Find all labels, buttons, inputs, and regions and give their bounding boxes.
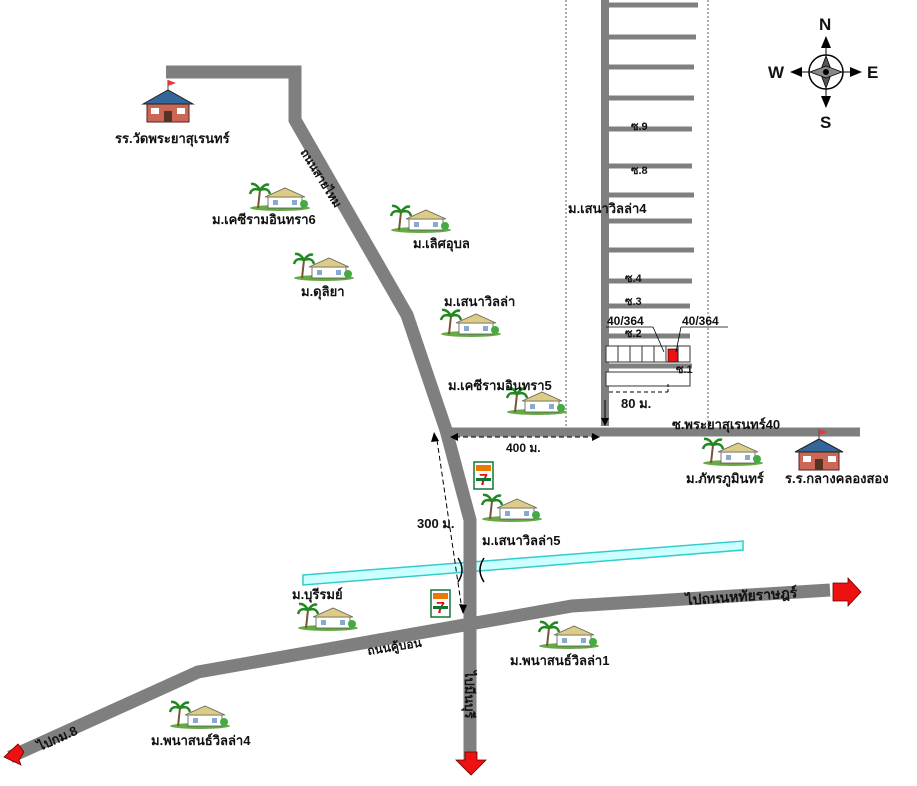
compass-n: N [819,15,831,34]
label-soi-9: ซ.9 [631,121,648,133]
school-icon [141,80,195,123]
label-distance-400: 400 ม. [506,441,541,455]
label-road-km8: ไปกม.8 [33,722,80,755]
compass-s: S [820,113,831,132]
village-house-icon [537,620,599,649]
label-panasan4: ม.พนาสนธ์วิลล่า4 [151,733,251,748]
label-kesiram5: ม.เคซีรามอินทรา5 [448,378,552,393]
road-khu-bon [7,583,831,763]
label-road-soi40: ซ.พระยาสุเรนทร์40 [672,417,780,433]
target-house-marker [667,348,679,363]
village-house-icon [389,204,451,233]
road-network [7,0,860,763]
compass-rose [790,36,862,108]
label-lertubon: ม.เลิศอุบล [413,236,470,252]
label-panasan1: ม.พนาสนธ์วิลล่า1 [510,653,609,668]
label-school-klang: ร.ร.กลางคลองสอง [785,471,889,486]
direction-arrows [3,576,862,776]
school-icon [794,429,844,471]
compass-w: W [768,63,785,82]
village-house-icon [248,182,310,211]
seven-eleven-icon: 7 [430,589,451,618]
canal [302,540,744,586]
label-house-no-left: 40/364 [607,314,644,328]
village-house-icon [439,308,501,337]
arrow-south [455,751,487,776]
label-road-minburi: ไปมีนบุรี [461,669,478,718]
label-sena4: ม.เสนาวิลล่า4 [568,201,647,216]
label-pattara: ม.ภัทรภูมินทร์ [686,471,764,487]
village-house-icon [296,602,358,631]
label-school-wat: รร.วัดพระยาสุเรนทร์ [115,131,230,147]
compass-e: E [867,63,878,82]
bridge [457,557,485,583]
house-number-pointers [606,326,728,353]
label-soi-2: ซ.2 [625,328,642,340]
label-duliya: ม.ดุลิยา [301,284,345,300]
village-icons [168,182,763,729]
village-house-icon [480,493,542,522]
village-boundary [565,0,709,426]
label-distance-80: 80 ม. [621,396,651,411]
label-sena: ม.เสนาวิลล่า [444,294,515,309]
seven-eleven-icon: 7 [473,461,494,490]
label-house-no-right: 40/364 [682,314,719,328]
label-soi-1: ซ.1 [676,364,693,376]
arrow-west [3,743,25,766]
label-road-hathai: ไปถนนหทัยราษฎร์ [683,583,798,609]
label-soi-8: ซ.8 [631,165,648,177]
label-soi-4: ซ.4 [625,273,643,285]
label-sena5: ม.เสนาวิลล่า5 [482,533,561,548]
label-distance-300: 300 ม. [417,516,454,531]
label-kesiram6: ม.เคซีรามอินทรา6 [212,212,316,227]
label-soi-3: ซ.3 [625,296,642,308]
village-house-icon [168,700,230,729]
road-sai-mai [166,65,477,760]
label-buri: ม.บุรีรมย์ [292,587,343,603]
distance-arrowheads [431,418,609,614]
village-house-icon [505,386,567,415]
village-house-icon [292,252,354,281]
village-side-streets [608,2,698,369]
arrow-east [832,576,862,608]
village-house-icon [701,437,763,466]
